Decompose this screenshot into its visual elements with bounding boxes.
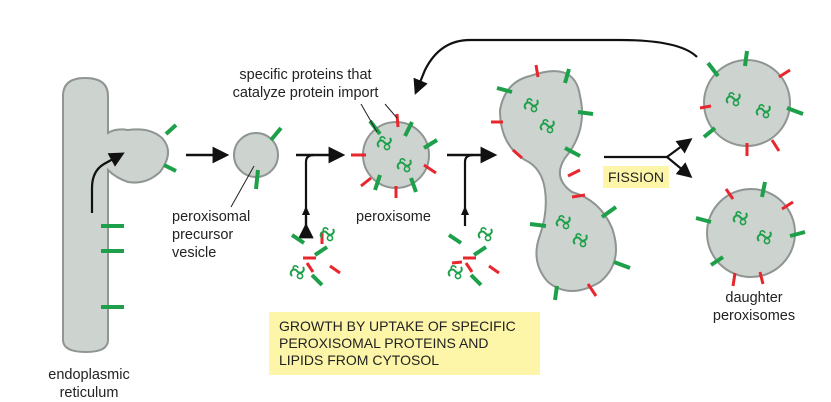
red-protein-bar [731,272,737,287]
growth-uptake-label: GROWTH BY UPTAKE OF SPECIFIC PEROXISOMAL… [269,312,540,375]
green-protein-bar [695,216,712,224]
green-protein-bar [269,126,283,142]
uptake-arrow-1 [304,153,315,226]
red-protein-bar [360,176,372,188]
green-protein-bar [786,106,804,116]
red-protein-bar [488,264,500,275]
red-protein-bar [770,139,781,152]
green-protein-bar [709,255,725,267]
red-protein-bar [451,260,463,265]
matrix-protein-squiggle [477,226,493,242]
daughter-peroxisome-2 [706,188,796,278]
green-protein-bar [409,177,418,193]
red-protein-bar [305,262,315,273]
green-protein-bar [613,260,631,270]
green-protein-bar [564,146,581,158]
green-protein-bar [577,110,594,116]
green-protein-bar [290,233,306,245]
precursor-vesicle-label: peroxisomal precursor vesicle [172,209,251,261]
red-protein-bar [395,113,400,128]
specific-proteins-pointer [360,103,378,133]
green-protein-bar [529,222,547,228]
green-protein-bar [789,230,806,238]
recycle-arrow [413,38,698,95]
green-protein-bar [760,181,767,198]
green-protein-bar [743,50,749,67]
red-protein-bar [423,163,437,175]
uptake-arrow-2 [463,153,474,226]
red-protein-bar [699,104,712,110]
green-protein-bar [422,138,439,150]
red-protein-bar [329,264,341,275]
green-protein-bar [472,245,488,257]
endoplasmic-reticulum-label: endoplasmic reticulum [48,367,130,401]
peroxisome [362,121,430,189]
red-protein-bar [567,168,581,178]
green-protein-bar [496,86,513,94]
daughter-peroxisomes-label: daughter peroxisomes [712,290,796,324]
endoplasmic-reticulum-membrane [62,76,169,354]
red-protein-bar [724,188,735,200]
precursor-pointer-line [230,165,255,208]
green-protein-bar [373,174,382,191]
green-protein-bar [254,169,260,190]
cytosolic-protein-cluster-1 [289,226,341,287]
green-protein-bar [164,123,178,136]
red-protein-bar [778,68,791,79]
specific-proteins-pointer-2 [384,103,398,119]
fission-label: FISSION [603,166,670,188]
peroxisome-label: peroxisome [356,209,431,225]
green-protein-bar [600,205,618,219]
red-protein-bar [586,283,598,297]
matrix-protein-squiggle [289,264,305,280]
red-protein-bar [534,64,540,78]
red-protein-bar [571,193,586,199]
green-protein-bar [313,245,329,257]
red-protein-bar [781,200,794,211]
green-protein-bar [310,273,324,287]
matrix-protein-squiggle [447,264,463,280]
red-protein-bar [464,262,474,273]
red-protein-bar [758,271,765,285]
growing-peroxisome [498,70,617,292]
er-green-proteins [101,123,178,309]
green-protein-bar [706,61,720,78]
red-protein-bar [512,148,523,160]
green-protein-bar [469,273,483,287]
green-protein-bar [403,121,414,137]
green-protein-bar [702,126,717,139]
specific-proteins-label: specific proteins that catalyze protein … [232,67,379,101]
green-protein-bar [553,285,559,301]
green-protein-bar [447,233,463,245]
green-protein-bar [563,68,571,84]
er-budding-arrow [90,152,125,213]
cytosolic-protein-cluster-2 [447,226,500,287]
green-protein-bar [163,163,177,173]
